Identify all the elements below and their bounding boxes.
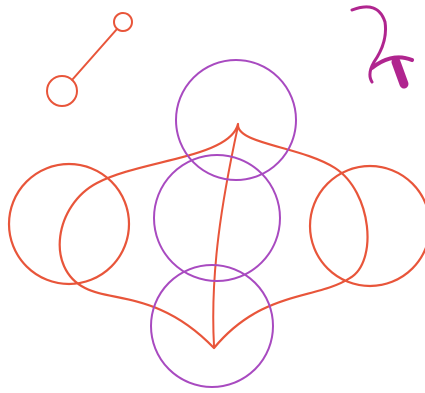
bottom-circle: [151, 265, 273, 387]
corner-glyph: [352, 7, 412, 84]
leaf-midrib: [213, 126, 238, 346]
top-circle: [176, 60, 296, 180]
left-circle: [9, 164, 129, 284]
corner-glyph-bar: [396, 62, 404, 84]
middle-circle: [154, 155, 280, 281]
pin-symbol: [47, 13, 132, 106]
corner-glyph-stroke: [352, 7, 386, 82]
pin-connector-line: [72, 29, 117, 80]
